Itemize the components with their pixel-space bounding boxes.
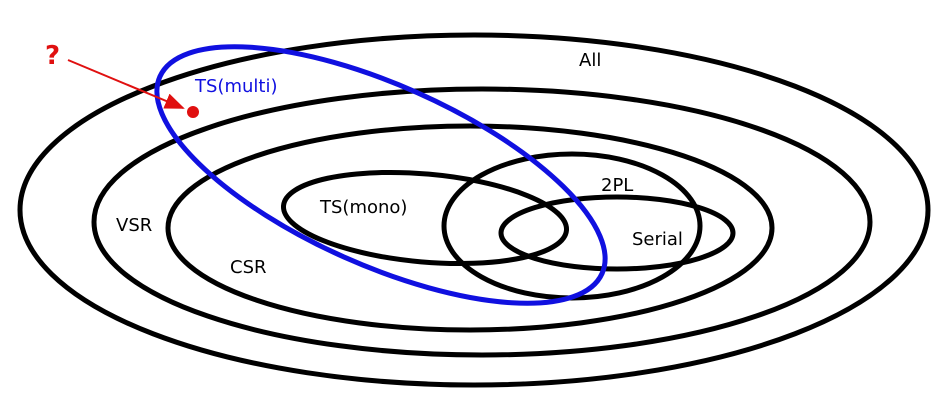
ts-mono-ellipse bbox=[280, 169, 570, 267]
serial-label: Serial bbox=[632, 229, 683, 250]
serial-ellipse bbox=[498, 194, 736, 272]
vsr-label: VSR bbox=[116, 215, 152, 236]
ts-multi-ellipse bbox=[154, 44, 608, 306]
all-label: All bbox=[579, 50, 601, 71]
csr-label: CSR bbox=[230, 257, 267, 278]
question-arrow bbox=[67, 59, 185, 109]
question-point bbox=[187, 106, 199, 118]
2pl-ellipse bbox=[441, 151, 703, 301]
ts-mono-label: TS(mono) bbox=[319, 197, 407, 218]
question-mark: ? bbox=[45, 41, 60, 71]
vsr-ellipse bbox=[91, 86, 873, 358]
csr-ellipse bbox=[165, 123, 775, 333]
2pl-label: 2PL bbox=[601, 175, 633, 196]
ts-multi-label: TS(multi) bbox=[194, 76, 277, 97]
all-ellipse bbox=[17, 32, 931, 388]
